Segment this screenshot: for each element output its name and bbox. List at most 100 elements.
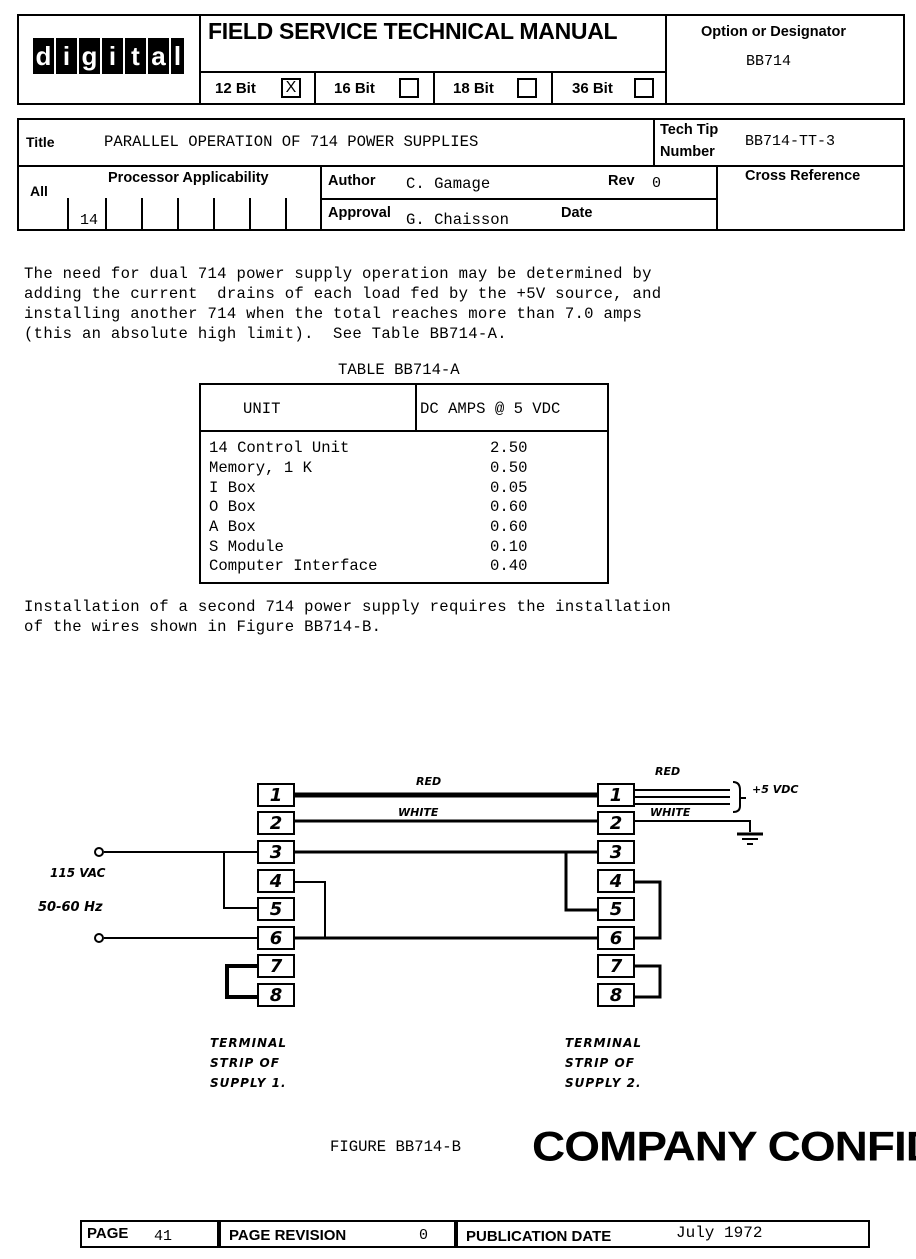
- output-brace: [732, 781, 746, 813]
- row-amps: 0.60: [490, 518, 528, 536]
- stamp-text: COMPANY CONFIDENTIAL: [532, 1122, 916, 1170]
- title-label: Title: [26, 134, 55, 150]
- ac-terminal-icon: [94, 847, 104, 857]
- bit-label-16: 16 Bit: [334, 80, 375, 97]
- bit-checkbox-12[interactable]: X: [281, 78, 301, 98]
- row-unit: Memory, 1 K: [209, 459, 312, 477]
- terminal-cell: 2: [597, 811, 635, 835]
- header-box: [17, 14, 905, 105]
- terminal-cell: 4: [597, 869, 635, 893]
- paragraph-line: Installation of a second 714 power suppl…: [24, 598, 672, 616]
- bit-checkbox-18[interactable]: [517, 78, 537, 98]
- row-unit: Computer Interface: [209, 557, 378, 575]
- terminal-cell: 7: [597, 954, 635, 978]
- row-amps: 0.50: [490, 459, 528, 477]
- bit-label-18: 18 Bit: [453, 80, 494, 97]
- wire-white-label: WHITE: [398, 806, 439, 819]
- footer-box: [80, 1220, 870, 1248]
- all-label: All: [30, 183, 48, 199]
- approval-value: G. Chaisson: [406, 211, 509, 229]
- terminal-cell: 4: [257, 869, 295, 893]
- page-label: PAGE: [87, 1225, 129, 1242]
- jumper-7-8-supply1: [225, 964, 257, 999]
- strip-label-line: STRIP OF: [565, 1056, 635, 1070]
- row-amps: 0.10: [490, 538, 528, 556]
- processor-label: Processor Applicability: [108, 170, 269, 186]
- wiring-diagram: [94, 781, 763, 999]
- terminal-cell: 1: [597, 783, 635, 807]
- row-unit: S Module: [209, 538, 284, 556]
- author-value: C. Gamage: [406, 175, 491, 193]
- vac-label: 115 VAC: [50, 866, 106, 880]
- paragraph-line: adding the current drains of each load f…: [24, 285, 662, 303]
- ac-terminal-icon: [94, 933, 104, 943]
- paragraph-line: of the wires shown in Figure BB714-B.: [24, 618, 382, 636]
- bit-checkbox-36[interactable]: [634, 78, 654, 98]
- tech-tip-number-label: Number: [660, 144, 715, 160]
- row-unit: 14 Control Unit: [209, 439, 350, 457]
- approval-label: Approval: [328, 205, 391, 221]
- page-revision-value: 0: [419, 1227, 429, 1244]
- paragraph-line: The need for dual 714 power supply opera…: [24, 265, 652, 283]
- jumper-4-6-supply2: [635, 880, 662, 940]
- manual-title: FIELD SERVICE TECHNICAL MANUAL: [208, 18, 618, 44]
- row-amps: 0.60: [490, 498, 528, 516]
- logo-letter: l: [171, 38, 184, 74]
- tech-tip-label: Tech Tip: [660, 122, 719, 138]
- option-value: BB714: [746, 53, 792, 70]
- col-header-amps: DC AMPS @ 5 VDC: [420, 400, 561, 418]
- output-white-wire: [635, 820, 751, 832]
- tech-tip-value: BB714-TT-3: [745, 133, 836, 150]
- col-header-unit: UNIT: [243, 400, 281, 418]
- terminal-cell: 8: [257, 983, 295, 1007]
- jumper-7-8-supply2: [635, 964, 662, 999]
- terminal-cell: 2: [257, 811, 295, 835]
- title-value: PARALLEL OPERATION OF 714 POWER SUPPLIES: [104, 133, 479, 151]
- row-amps: 2.50: [490, 439, 528, 457]
- hz-label: 50-60 Hz: [38, 900, 103, 915]
- terminal-cell: 3: [257, 840, 295, 864]
- bit-checkbox-16[interactable]: [399, 78, 419, 98]
- strip-label-line: TERMINAL: [210, 1036, 288, 1050]
- info-box: [17, 118, 905, 231]
- terminal-cell: 5: [257, 897, 295, 921]
- row-unit: O Box: [209, 498, 256, 516]
- logo-letter: t: [125, 38, 146, 74]
- terminal-cell: 1: [257, 783, 295, 807]
- terminal-cell: 6: [257, 926, 295, 950]
- strip-label-line: SUPPLY 1.: [210, 1076, 287, 1090]
- publication-date-label: PUBLICATION DATE: [466, 1228, 612, 1245]
- strip-label-line: STRIP OF: [210, 1056, 280, 1070]
- strip-label-line: TERMINAL: [565, 1036, 643, 1050]
- jumper-3-5-supply2: [564, 850, 597, 912]
- processor-first: 14: [80, 212, 99, 229]
- current-drain-table: [199, 383, 609, 584]
- rev-label: Rev: [608, 173, 635, 189]
- terminal-cell: 6: [597, 926, 635, 950]
- page-value: 41: [154, 1228, 173, 1245]
- cross-reference-label: Cross Reference: [745, 168, 861, 184]
- page-revision-label: PAGE REVISION: [229, 1227, 347, 1244]
- output-red-label: RED: [655, 765, 681, 778]
- jumper-4-6-supply1: [295, 881, 326, 938]
- row-unit: I Box: [209, 479, 256, 497]
- paragraph-line: installing another 714 when the total re…: [24, 305, 643, 323]
- logo-letter: i: [56, 38, 77, 74]
- wire-red-label: RED: [416, 775, 442, 788]
- terminal-cell: 8: [597, 983, 635, 1007]
- row-unit: A Box: [209, 518, 256, 536]
- terminal-cell: 5: [597, 897, 635, 921]
- plus5v-label: +5 VDC: [752, 783, 799, 796]
- table-caption: TABLE BB714-A: [338, 361, 460, 379]
- paragraph-line: (this an absolute high limit). See Table…: [24, 325, 507, 343]
- logo-letter: d: [33, 38, 54, 74]
- logo-letter: a: [148, 38, 169, 74]
- row-amps: 0.40: [490, 557, 528, 575]
- output-white-label: WHITE: [650, 806, 691, 819]
- terminal-cell: 3: [597, 840, 635, 864]
- bit-label-12: 12 Bit: [215, 80, 256, 97]
- rev-value: 0: [652, 175, 662, 192]
- terminal-cell: 7: [257, 954, 295, 978]
- confidential-stamp: COMPANY CONFIDENTIAL: [532, 1118, 916, 1174]
- date-label: Date: [561, 205, 593, 221]
